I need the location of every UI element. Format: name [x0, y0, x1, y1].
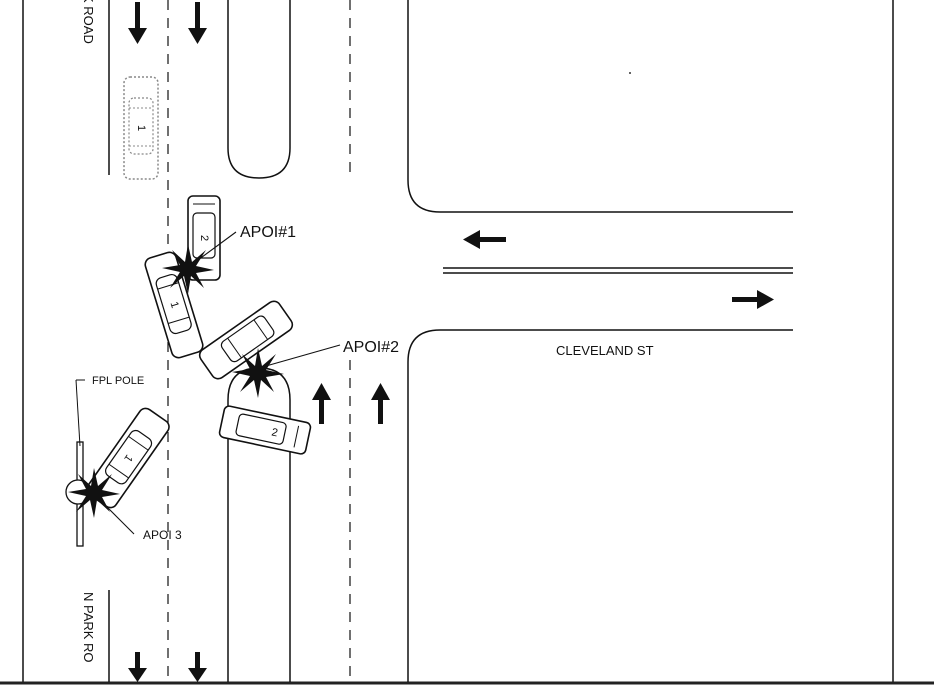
- curb-northeast: [407, 0, 793, 213]
- arrow-icon: [188, 2, 207, 44]
- vehicle-2-apoi2: 2: [218, 405, 312, 455]
- vehicle-1-apoi1: 1: [144, 251, 204, 359]
- vehicle-ghost: 1: [123, 76, 159, 180]
- apoi3-label: APOI 3: [143, 528, 182, 542]
- vehicle-number: 2: [270, 426, 278, 439]
- apoi2-leader: [265, 344, 341, 367]
- street-label-cleveland: CLEVELAND ST: [556, 343, 654, 358]
- apoi1-leader: [197, 231, 237, 261]
- vehicle-number: 1: [167, 300, 180, 309]
- curb-southeast: [407, 329, 793, 682]
- apoi2-label: APOI#2: [343, 339, 399, 356]
- scan-speck: [629, 72, 631, 74]
- vehicle-number: 1: [121, 452, 134, 464]
- arrow-icon: [188, 652, 207, 682]
- road-label-bottom: N PARK RO: [81, 592, 96, 663]
- pole-leader-v: [75, 379, 81, 447]
- arrow-icon: [732, 290, 774, 309]
- arrow-icon: [312, 383, 331, 424]
- arrow-icon: [128, 652, 147, 682]
- vehicle-number: 1: [135, 125, 147, 131]
- arrow-icon: [128, 2, 147, 44]
- apoi3-leader: [99, 499, 135, 535]
- vehicle-1-apoi3: 1: [86, 407, 170, 509]
- arrow-icon: [463, 230, 506, 249]
- vehicle-1-apoi2: [198, 300, 294, 380]
- vehicle-number: 2: [198, 235, 210, 241]
- median-north: [227, 0, 291, 179]
- apoi1-label: APOI#1: [240, 224, 296, 241]
- pole-label: FPL POLE: [92, 375, 144, 387]
- arrow-icon: [371, 383, 390, 424]
- road-label-top: K ROAD: [81, 0, 96, 44]
